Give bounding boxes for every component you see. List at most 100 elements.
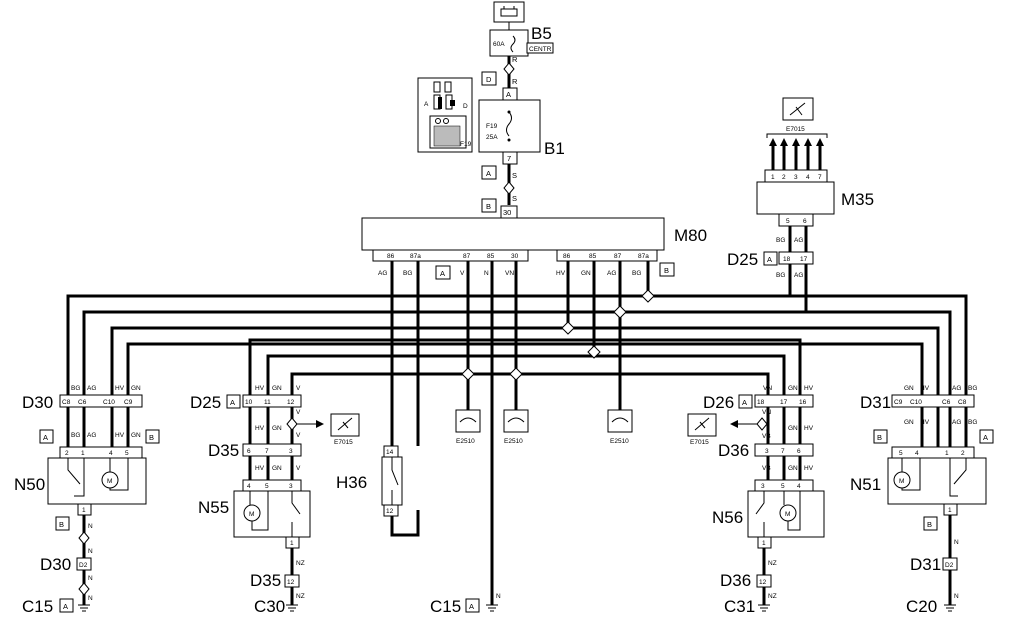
svg-text:E2510: E2510 — [456, 438, 475, 445]
svg-text:GN: GN — [272, 385, 282, 392]
svg-text:NZ: NZ — [768, 560, 777, 567]
svg-text:HV: HV — [115, 385, 125, 392]
svg-text:N: N — [88, 595, 93, 602]
svg-text:11: 11 — [264, 399, 271, 406]
svg-text:A: A — [983, 433, 988, 442]
svg-text:86: 86 — [563, 253, 571, 260]
svg-text:1: 1 — [945, 450, 949, 457]
svg-text:AG: AG — [794, 272, 803, 279]
svg-text:86: 86 — [387, 253, 395, 260]
svg-text:HV: HV — [255, 425, 265, 432]
svg-text:2: 2 — [782, 174, 786, 181]
svg-text:5: 5 — [786, 218, 790, 225]
svg-text:85: 85 — [487, 253, 495, 260]
svg-text:D36: D36 — [718, 441, 749, 460]
svg-text:4: 4 — [247, 483, 251, 490]
harness — [66, 226, 968, 605]
svg-text:N51: N51 — [850, 475, 881, 494]
svg-text:HV: HV — [804, 385, 814, 392]
svg-text:C10: C10 — [910, 399, 922, 406]
svg-text:C9: C9 — [124, 399, 133, 406]
svg-text:C10: C10 — [103, 399, 115, 406]
svg-text:A: A — [440, 269, 445, 278]
lamp-e2510: E2510 E2510 E2510 — [455, 409, 633, 445]
svg-text:C15: C15 — [430, 597, 461, 616]
svg-text:B: B — [877, 433, 882, 442]
svg-text:C8: C8 — [62, 399, 71, 406]
svg-text:D31: D31 — [910, 555, 941, 574]
svg-text:B: B — [486, 202, 491, 211]
svg-text:N: N — [496, 593, 501, 600]
svg-text:V: V — [296, 385, 301, 392]
svg-text:4: 4 — [915, 450, 919, 457]
svg-text:1: 1 — [290, 540, 294, 547]
svg-text:A: A — [469, 602, 474, 611]
svg-text:C8: C8 — [958, 399, 967, 406]
fuse-b5: 60A — [489, 29, 529, 57]
svg-text:7: 7 — [507, 154, 511, 163]
svg-text:B: B — [927, 520, 932, 529]
svg-text:GN: GN — [131, 385, 141, 392]
svg-text:D25: D25 — [190, 393, 221, 412]
svg-text:E2510: E2510 — [610, 438, 629, 445]
svg-text:VB: VB — [762, 433, 771, 440]
svg-text:3: 3 — [289, 483, 293, 490]
svg-text:12: 12 — [287, 399, 295, 406]
svg-text:HV: HV — [255, 385, 265, 392]
svg-text:BG: BG — [968, 385, 977, 392]
svg-text:GN: GN — [788, 385, 798, 392]
svg-text:D35: D35 — [208, 441, 239, 460]
svg-text:HV: HV — [804, 425, 814, 432]
svg-text:BG: BG — [403, 270, 412, 277]
svg-text:AG: AG — [952, 385, 961, 392]
svg-text:18: 18 — [783, 256, 791, 263]
svg-text:A: A — [742, 398, 747, 407]
svg-text:4: 4 — [109, 450, 113, 457]
svg-text:GN: GN — [904, 385, 914, 392]
svg-text:VN: VN — [763, 385, 772, 392]
svg-text:A: A — [63, 602, 68, 611]
label-b1: B1 — [544, 139, 565, 158]
window-unit-n50 — [47, 457, 147, 505]
svg-text:87a: 87a — [410, 253, 421, 260]
svg-text:NZ: NZ — [296, 560, 305, 567]
svg-text:18: 18 — [757, 399, 765, 406]
svg-text:S: S — [512, 194, 517, 203]
svg-text:AG: AG — [378, 270, 387, 277]
svg-text:F19: F19 — [486, 123, 498, 130]
svg-text:D2: D2 — [945, 562, 954, 569]
svg-text:BG: BG — [632, 270, 641, 277]
svg-text:GN: GN — [788, 465, 798, 472]
svg-text:87: 87 — [614, 253, 622, 260]
svg-text:5: 5 — [125, 450, 129, 457]
svg-text:B: B — [59, 520, 64, 529]
svg-text:C6: C6 — [942, 399, 951, 406]
fusebox-inset: A D F19 — [417, 77, 473, 153]
svg-text:HV: HV — [920, 385, 930, 392]
svg-text:3: 3 — [765, 448, 769, 455]
svg-text:D2: D2 — [79, 562, 88, 569]
label-m80: M80 — [674, 226, 707, 245]
svg-text:12: 12 — [287, 579, 295, 586]
fuse-box-b1: F19 25A — [478, 99, 541, 153]
module-m35 — [756, 181, 835, 215]
svg-text:3: 3 — [289, 448, 293, 455]
svg-text:AG: AG — [87, 385, 96, 392]
svg-text:M: M — [785, 511, 790, 518]
svg-text:M: M — [107, 478, 112, 485]
relay-m80 — [361, 217, 665, 262]
svg-text:12: 12 — [386, 508, 394, 515]
svg-text:30: 30 — [503, 208, 511, 217]
svg-text:V: V — [296, 432, 301, 439]
svg-text:M: M — [249, 511, 254, 518]
svg-text:BG: BG — [71, 432, 80, 439]
svg-text:30: 30 — [511, 253, 519, 260]
svg-text:GN: GN — [904, 419, 914, 426]
svg-text:D30: D30 — [40, 555, 71, 574]
svg-text:A: A — [486, 169, 491, 178]
svg-text:GN: GN — [581, 270, 591, 277]
svg-text:A: A — [424, 101, 429, 108]
svg-text:10: 10 — [245, 399, 253, 406]
svg-text:AG: AG — [794, 237, 803, 244]
